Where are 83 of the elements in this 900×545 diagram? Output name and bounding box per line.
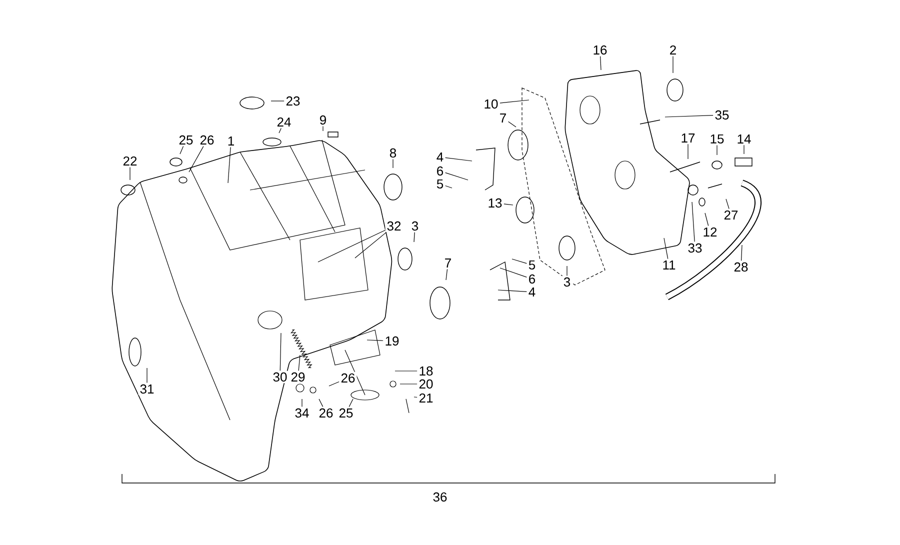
callout-number: 34: [293, 406, 311, 420]
leader-line: [366, 340, 384, 341]
callout-number: 6: [526, 272, 538, 286]
callout-number: 23: [284, 94, 302, 108]
callout-number: 21: [417, 392, 435, 404]
leader-line: [392, 159, 394, 168]
callout-number: 22: [121, 154, 139, 168]
leader-line: [445, 185, 452, 188]
leader-line: [414, 396, 418, 398]
callout-number: 8: [388, 146, 398, 160]
callout-number: 29: [289, 370, 307, 384]
callout-number: 25: [177, 134, 195, 146]
leader-line: [414, 232, 415, 242]
leader-line: [600, 56, 602, 70]
callout-number: 15: [708, 132, 726, 146]
callout-number: 27: [722, 208, 740, 222]
callout-number: 17: [679, 132, 697, 144]
leader-line: [508, 121, 516, 128]
leader-line: [180, 146, 184, 154]
callout-number: 1: [226, 135, 236, 147]
callout-number: 11: [660, 259, 678, 271]
callout-number: 26: [317, 406, 335, 420]
callout-number: 32: [385, 220, 403, 232]
callout-number: 5: [526, 258, 538, 272]
callout-number: 25: [337, 406, 355, 420]
callout-number: 24: [275, 116, 293, 128]
callout-number: 14: [735, 133, 753, 145]
callout-number: 26: [198, 134, 216, 146]
callout-number: 9: [318, 114, 328, 126]
leader-line: [445, 157, 472, 162]
leader-line: [228, 146, 231, 184]
leader-line: [188, 146, 204, 172]
leader-line: [146, 368, 148, 383]
leader-line: [500, 100, 530, 104]
leader-line: [672, 56, 674, 74]
callout-number: 3: [410, 220, 420, 232]
leader-line: [322, 126, 324, 132]
callout-number: 13: [486, 196, 504, 210]
callout-number: 36: [433, 492, 447, 502]
callout-number: 3: [562, 276, 572, 288]
callout-number: 28: [732, 260, 750, 274]
leader-line: [270, 100, 284, 102]
leader-line: [278, 128, 282, 134]
leader-line: [704, 212, 709, 226]
leader-line: [348, 398, 354, 407]
callout-number: 19: [383, 334, 401, 348]
callout-number: 5: [434, 178, 446, 190]
leader-line: [498, 290, 527, 292]
callout-number: 33: [686, 242, 704, 254]
leader-line: [328, 381, 340, 386]
leader-line: [318, 398, 324, 407]
leader-line: [394, 370, 418, 372]
callout-number: 6: [434, 164, 446, 178]
leader-line: [504, 204, 514, 206]
leader-line: [446, 268, 448, 280]
callout-number: 4: [434, 151, 446, 163]
leader-line: [692, 202, 695, 242]
callout-number: 12: [701, 226, 719, 238]
leader-line: [664, 115, 714, 118]
callout-number: 35: [713, 108, 731, 122]
callout-number: 30: [271, 370, 289, 384]
leader-line: [280, 332, 282, 371]
callout-number: 20: [417, 378, 435, 390]
leader-line: [741, 244, 742, 261]
callout-number: 18: [417, 364, 435, 378]
leader-line: [500, 268, 527, 278]
leader-line: [354, 232, 387, 258]
callout-number: 26: [339, 372, 357, 384]
callout-number: 7: [498, 112, 508, 124]
callout-number: 7: [442, 257, 454, 269]
leader-line: [664, 238, 668, 260]
leader-line: [445, 172, 468, 180]
callout-number: 4: [526, 286, 538, 298]
leader-line: [318, 230, 386, 262]
leader-line: [726, 198, 730, 210]
leader-line: [298, 354, 300, 371]
callout-number: 2: [668, 44, 678, 56]
callout-number: 31: [138, 382, 156, 396]
callout-number: 10: [482, 98, 500, 110]
leader-line: [716, 144, 718, 156]
callout-number: 16: [591, 44, 609, 56]
leader-line: [512, 258, 527, 264]
leader-line: [566, 266, 568, 276]
